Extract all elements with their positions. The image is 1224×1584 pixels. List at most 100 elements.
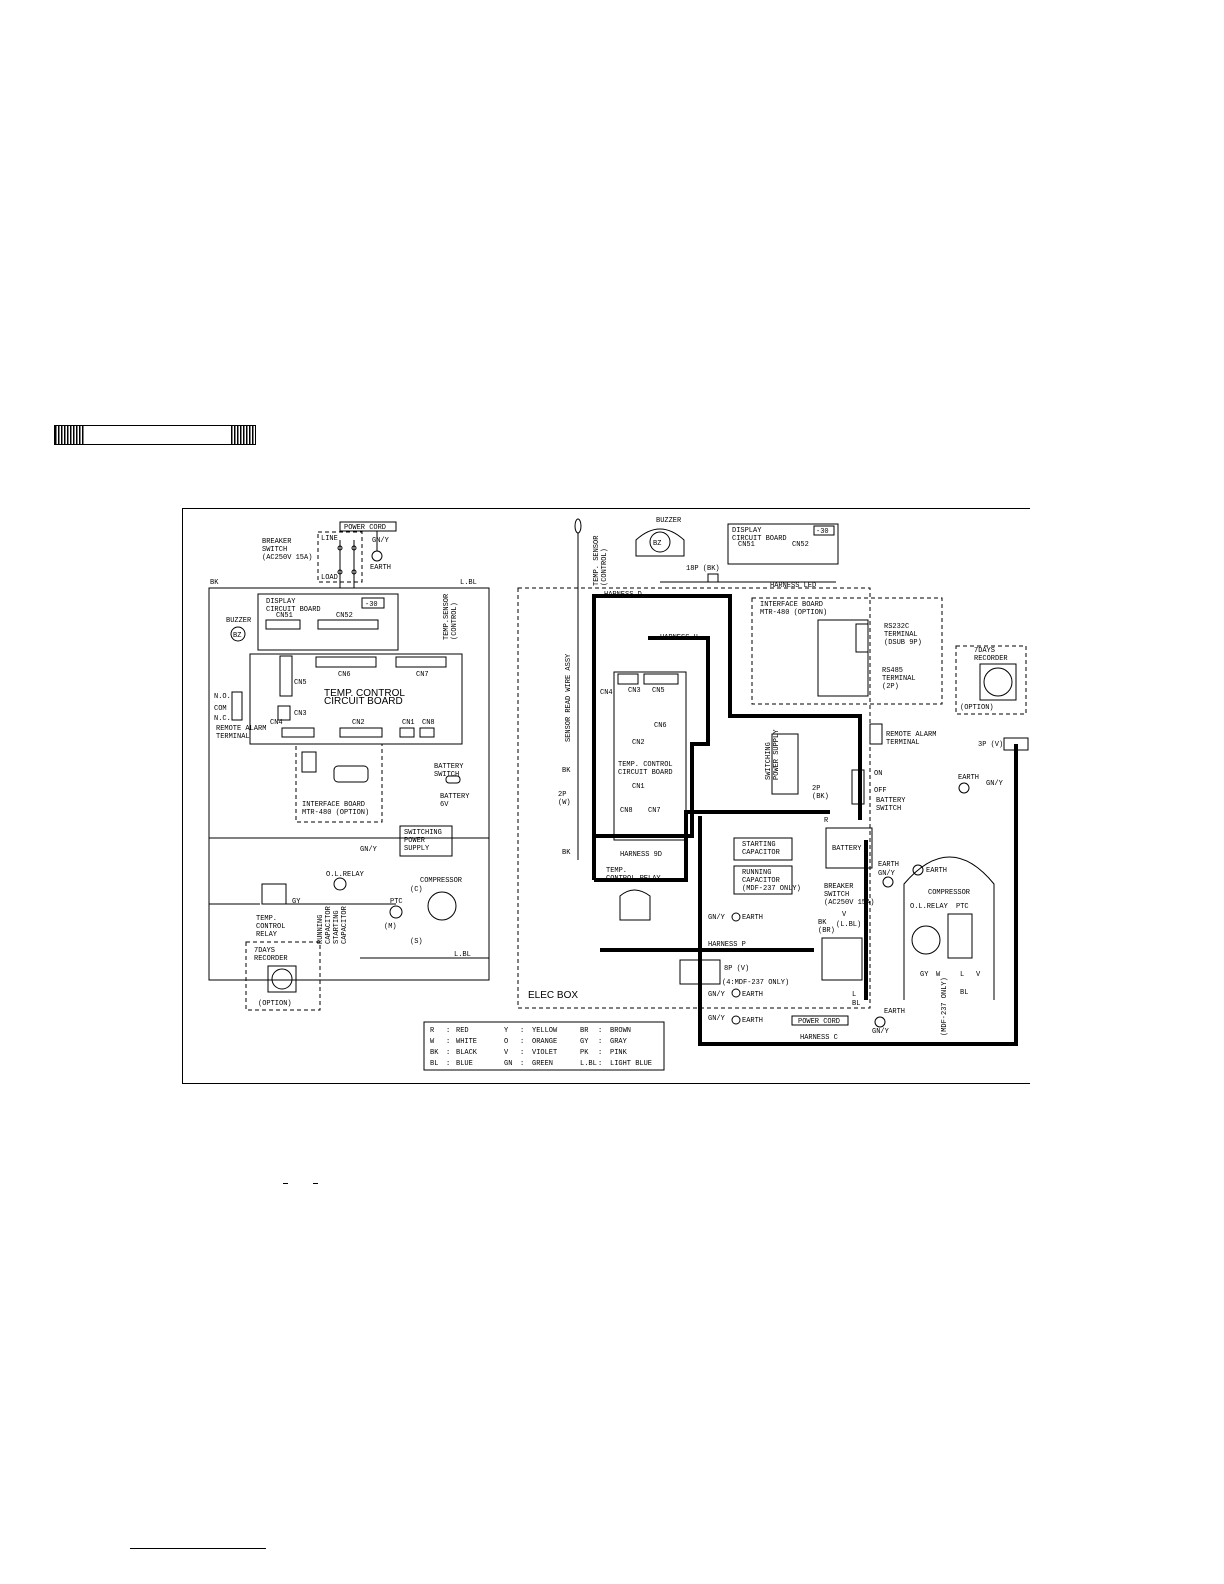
p2bk-label: 2P(BK) bbox=[812, 785, 829, 801]
power-cord-box bbox=[339, 521, 397, 532]
left-cn4-connector bbox=[281, 727, 315, 738]
legend-cell-2-0: BK bbox=[430, 1049, 439, 1057]
left-compressor-label: COMPRESSOR bbox=[420, 877, 463, 885]
harness-c-wire bbox=[698, 744, 1018, 1046]
right-layout: ELEC BOX TEMP. SENSOR(CONTROL) SENSOR RE… bbox=[517, 517, 1029, 1046]
right-ol-relay bbox=[911, 925, 941, 955]
alarm-no-label: N.O. bbox=[214, 693, 231, 701]
legend-cell-0-3: Y bbox=[504, 1027, 509, 1035]
right-display-readout: -30 bbox=[816, 528, 829, 536]
breaker-l-label: L bbox=[852, 991, 856, 999]
right-power-cord bbox=[791, 1015, 849, 1026]
legend-cell-2-1: : bbox=[446, 1049, 450, 1057]
left-cn5-label: CN5 bbox=[294, 679, 307, 687]
breaker-line-label: LINE bbox=[321, 535, 338, 543]
right-battery-switch bbox=[851, 769, 865, 805]
right-buzzer-icon bbox=[649, 531, 671, 553]
header-bar-right-hatching bbox=[231, 426, 255, 444]
legend-cell-1-4: : bbox=[520, 1038, 524, 1046]
wiring-diagram-frame bbox=[182, 508, 1030, 1084]
right-temp-control-relay-label: TEMP.CONTROL RELAY bbox=[606, 867, 661, 883]
left-cn1-label: CN1 bbox=[402, 719, 415, 727]
left-terminal-s: (S) bbox=[410, 938, 423, 946]
harness-p-label: HARNESS P bbox=[708, 941, 746, 949]
left-cn1-connector bbox=[399, 727, 415, 738]
right-bk-label: BK bbox=[562, 767, 571, 775]
alarm-nc-label: N.C. bbox=[214, 715, 231, 723]
right-battery-label: BATTERY bbox=[832, 845, 862, 853]
legend-cell-2-8: PINK bbox=[610, 1049, 628, 1057]
right-running-capacitor bbox=[733, 865, 793, 895]
p8v-label: 8P (V) bbox=[724, 965, 749, 973]
right-cn7-label: CN7 bbox=[648, 807, 661, 815]
footer-rule bbox=[130, 1548, 266, 1549]
right-cn1-label: CN1 bbox=[632, 783, 645, 791]
right-cn51-label: CN51 bbox=[738, 541, 755, 549]
right-starting-capacitor bbox=[733, 837, 793, 861]
elec-box-label: ELEC BOX bbox=[528, 990, 578, 1001]
interface-board-pcb bbox=[817, 619, 869, 697]
legend-cell-0-8: BROWN bbox=[610, 1027, 631, 1035]
left-cn52-connector bbox=[317, 619, 379, 630]
harness-c-label: HARNESS C bbox=[800, 1034, 838, 1042]
right-earth-label-4: EARTH bbox=[742, 1017, 763, 1025]
legend-cell-2-5: VIOLET bbox=[532, 1049, 557, 1057]
breaker-load-label: LOAD bbox=[321, 574, 338, 582]
legend-cell-3-2: BLUE bbox=[456, 1060, 473, 1068]
left-cn7-label: CN7 bbox=[416, 671, 429, 679]
right-earth-label-1: EARTH bbox=[958, 774, 979, 782]
left-ol-relay-icon bbox=[333, 877, 347, 891]
right-gny-label-1: GN/Y bbox=[986, 780, 1004, 788]
legend-cell-1-7: : bbox=[598, 1038, 602, 1046]
legend-cell-3-8: LIGHT BLUE bbox=[610, 1060, 652, 1068]
harness-d-label: HARNESS D bbox=[604, 591, 642, 599]
footnote-marks bbox=[283, 1183, 323, 1185]
right-cn3-label: CN3 bbox=[628, 687, 641, 695]
right-cn5-label: CN5 bbox=[652, 687, 665, 695]
right-cn52-label: CN52 bbox=[792, 541, 809, 549]
left-ptc-label: PTC bbox=[390, 898, 403, 906]
right-r-label: R bbox=[824, 817, 829, 825]
left-terminal-c: (C) bbox=[410, 886, 423, 894]
left-bz-label: BZ bbox=[233, 632, 241, 640]
left-cn7-connector bbox=[395, 656, 447, 668]
legend-cell-2-3: V bbox=[504, 1049, 509, 1057]
elec-box-outline bbox=[517, 587, 871, 1009]
left-switching-power-supply bbox=[399, 825, 453, 857]
color-legend-box bbox=[423, 1021, 665, 1071]
left-cn5-connector bbox=[279, 655, 293, 697]
legend-cell-3-3: GN bbox=[504, 1060, 512, 1068]
right-power-cord-label: POWER CORD bbox=[798, 1018, 840, 1026]
right-recorder-option: (OPTION) bbox=[960, 704, 994, 712]
display-circuit-board bbox=[257, 593, 399, 651]
right-w-label: W bbox=[936, 971, 941, 979]
right-buzzer-label: BUZZER bbox=[656, 517, 682, 525]
left-gy-label: GY bbox=[292, 898, 301, 906]
left-running-capacitor-label: RUNNINGCAPACITOR bbox=[317, 905, 333, 944]
legend-cell-3-0: BL bbox=[430, 1060, 438, 1068]
battery-on-label: ON bbox=[874, 770, 882, 778]
left-cn3-connector bbox=[277, 705, 291, 721]
legend-cell-2-4: : bbox=[520, 1049, 524, 1057]
right-temp-control-relay bbox=[619, 889, 651, 921]
left-cn6-label: CN6 bbox=[338, 671, 351, 679]
harness-d-wire bbox=[592, 594, 862, 880]
legend-cell-0-2: RED bbox=[456, 1027, 469, 1035]
left-ol-relay-label: O.L.RELAY bbox=[326, 871, 365, 879]
p4-label: (4:MDF-237 ONLY) bbox=[722, 979, 789, 987]
legend-cell-3-6: L.BL bbox=[580, 1060, 597, 1068]
right-gny-label-6: GN/Y bbox=[878, 870, 896, 878]
breaker-lbl-label: (L.BL) bbox=[836, 921, 861, 929]
left-temp-control-relay bbox=[261, 883, 287, 905]
right-switching-power-supply-label: SWITCHINGPOWER SUPPLY bbox=[765, 729, 781, 780]
